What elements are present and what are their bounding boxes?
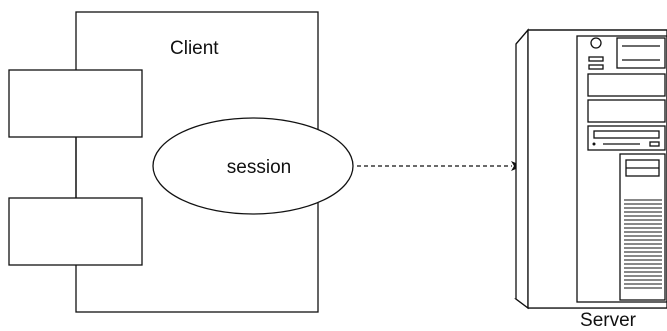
session-node: session xyxy=(152,117,354,215)
indicator-slot xyxy=(588,56,604,62)
drive-eject-button xyxy=(649,141,660,147)
server-top-edge xyxy=(515,29,667,45)
optical-drive-slot xyxy=(593,130,660,139)
session-connection xyxy=(357,161,523,171)
drive-led-icon xyxy=(592,142,596,146)
optical-drive xyxy=(587,125,666,151)
vent-grille xyxy=(624,199,662,289)
lower-panel xyxy=(619,153,666,301)
server-inner-frame xyxy=(576,35,667,303)
port-box-bottom xyxy=(8,197,143,266)
server-icon xyxy=(514,28,667,310)
server-side-face xyxy=(515,28,529,310)
drive-bay xyxy=(587,99,666,123)
server-label: Server xyxy=(580,310,637,331)
drive-bay xyxy=(616,37,666,69)
session-ellipse xyxy=(152,117,354,215)
power-button-icon xyxy=(590,37,602,49)
server-front-face xyxy=(527,29,667,309)
client-label: Client xyxy=(170,38,219,59)
drive-bay xyxy=(587,73,666,97)
indicator-slot xyxy=(588,64,604,70)
port-box-top xyxy=(8,69,143,138)
session-label: session xyxy=(227,157,291,178)
